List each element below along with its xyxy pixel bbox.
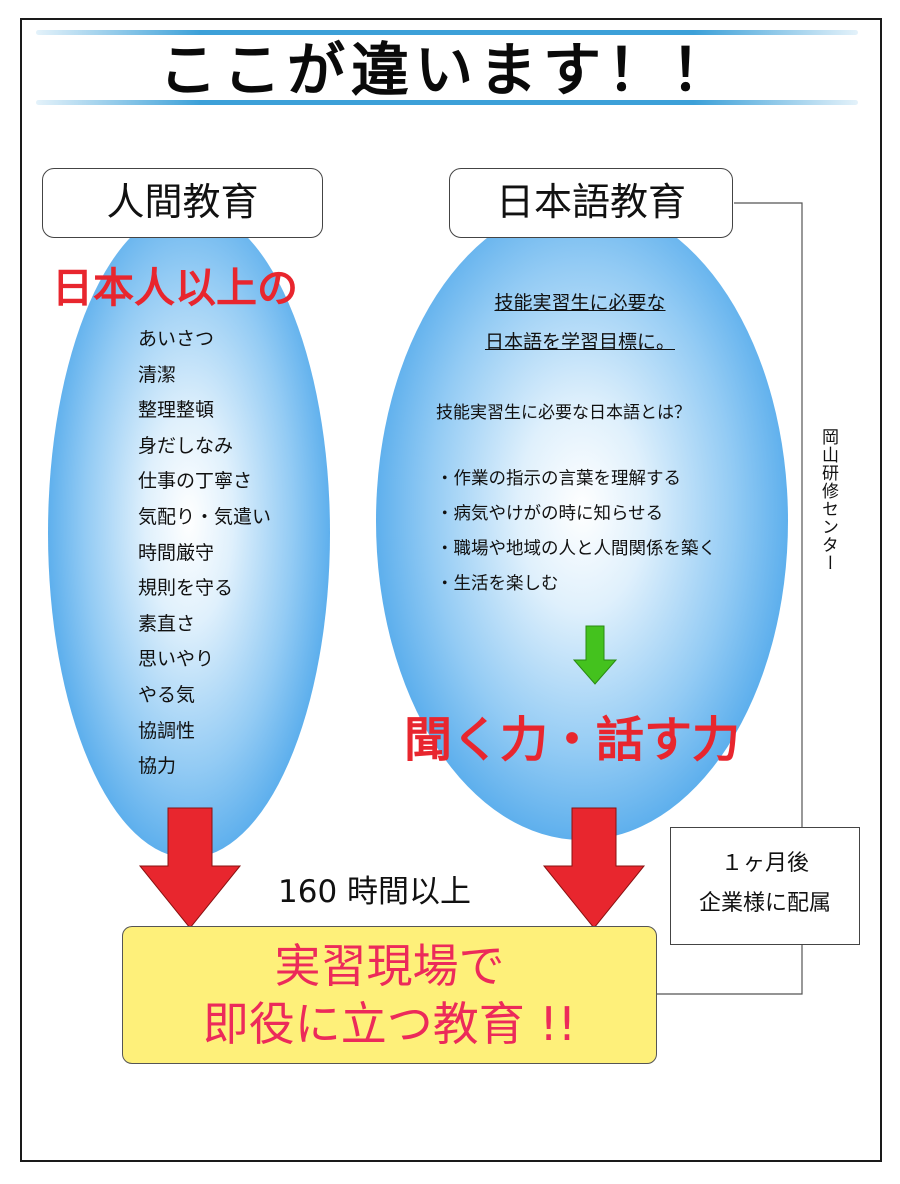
list-item: あいさつ (138, 328, 215, 350)
list-item: 規則を守る (138, 577, 234, 600)
list-item: 素直さ (138, 612, 196, 635)
list-item: ・病気やけがの時に知らせる (436, 504, 664, 524)
list-item: 仕事の丁寧さ (138, 470, 253, 493)
right-ellipse (376, 202, 788, 840)
left-ellipse (48, 208, 330, 858)
list-item: 協力 (138, 755, 177, 778)
left-red-down-arrow (138, 807, 242, 929)
goal-line-2: 日本語を学習目標に。 (484, 331, 675, 353)
assignment-box: １ヶ月後 企業様に配属 (670, 827, 860, 945)
left-heading: 日本人以上の (52, 264, 298, 312)
list-item: 協調性 (138, 719, 196, 742)
right-header-label: 日本語教育 (495, 180, 686, 224)
result-box: 実習現場で 即役に立つ教育 !! (122, 926, 657, 1064)
result-line-1: 実習現場で (274, 939, 505, 993)
list-item: 思いやり (138, 648, 215, 671)
question-text: 技能実習生に必要な日本語とは？ (436, 403, 691, 423)
list-item: ・職場や地域の人と人間関係を築く (436, 539, 716, 559)
list-item: ・生活を楽しむ (436, 574, 559, 594)
list-item: 気配り・気遣い (138, 505, 272, 528)
assignment-line-2: 企業様に配属 (698, 891, 831, 916)
list-item: 整理整頓 (138, 399, 215, 422)
right-red-down-arrow (542, 807, 646, 929)
outer-frame (20, 18, 882, 1162)
left-header-label: 人間教育 (106, 180, 259, 224)
right-header-box: 日本語教育 (449, 168, 733, 238)
goal-line-1: 技能実習生に必要な (494, 292, 666, 314)
list-item: 身だしなみ (138, 434, 234, 457)
title-top-line (36, 30, 858, 35)
left-header-box: 人間教育 (42, 168, 323, 238)
list-item: 時間厳守 (138, 541, 215, 564)
list-item: やる気 (138, 683, 196, 706)
center-label: 岡山研修センター (818, 428, 838, 572)
center-bracket-line (657, 202, 803, 995)
page-title: ここが違います！！ (158, 36, 735, 104)
left-item-list: あいさつ 清潔 整理整頓 身だしなみ 仕事の丁寧さ 気配り・気遣い 時間厳守 規… (138, 322, 271, 785)
hours-label: 160 時間以上 (278, 874, 472, 910)
list-item: ・作業の指示の言葉を理解する (436, 469, 681, 489)
right-item-list: ・作業の指示の言葉を理解する ・病気やけがの時に知らせる ・職場や地域の人と人間… (436, 462, 716, 602)
right-heading: 聞く力・話す力 (404, 712, 741, 768)
assignment-line-1: １ヶ月後 (720, 851, 809, 876)
list-item: 清潔 (138, 363, 177, 386)
result-line-2: 即役に立つ教育 !! (202, 997, 577, 1051)
green-down-arrow (572, 625, 618, 685)
title-bottom-line (36, 100, 858, 105)
